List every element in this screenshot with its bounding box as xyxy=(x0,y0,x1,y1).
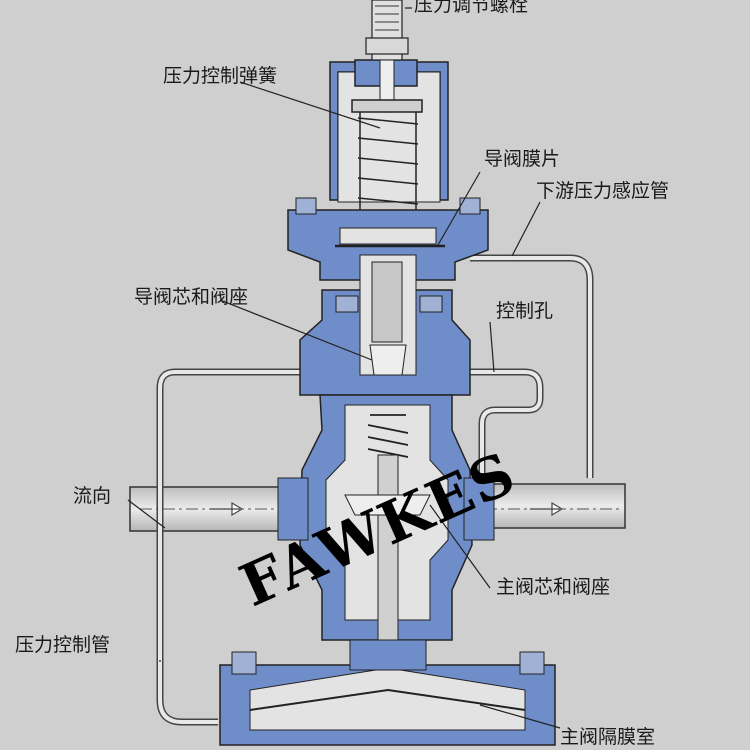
label-flow-direction: 流向 xyxy=(73,485,112,507)
label-control-spring: 压力控制弹簧 xyxy=(163,65,278,87)
label-control-tube: 压力控制管 xyxy=(15,634,111,656)
main-valve-body xyxy=(277,394,495,656)
main-core-seat xyxy=(344,494,431,516)
label-adjust-screw: 压力调节螺栓 xyxy=(414,0,529,16)
label-pilot-diaphragm: 导阀膜片 xyxy=(484,148,561,170)
main-diaphragm-chamber xyxy=(219,639,556,746)
pilot-core-seat xyxy=(369,344,407,376)
pilot-flange xyxy=(287,197,489,281)
flow-arrow-left xyxy=(210,501,244,517)
adjust-screw xyxy=(365,0,409,101)
label-control-orifice: 控制孔 xyxy=(496,300,554,322)
pilot-body xyxy=(299,254,471,396)
label-main-diaphragm-chamber: 主阀隔膜室 xyxy=(560,726,656,748)
label-main-core-seat: 主阀芯和阀座 xyxy=(496,576,611,598)
flow-arrow-right xyxy=(530,501,564,517)
leader-lines xyxy=(127,7,561,729)
label-downstream-tube: 下游压力感应管 xyxy=(536,180,670,202)
label-pilot-core-seat: 导阀芯和阀座 xyxy=(134,286,249,308)
